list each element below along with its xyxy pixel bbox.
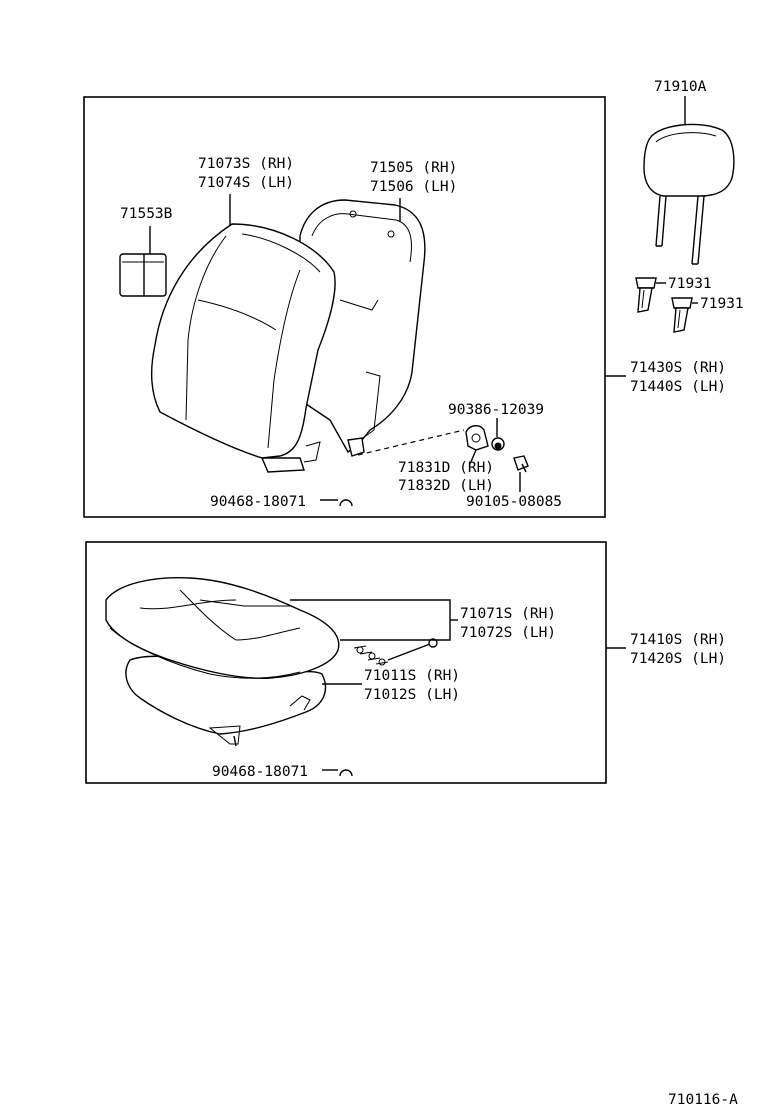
label-71931-2: 71931: [700, 296, 744, 312]
leader-71831d: [469, 449, 477, 465]
headrest-guide-2-drawing: [671, 297, 693, 333]
screw-drawing: [513, 455, 529, 473]
label-90468-cushion: 90468-18071: [212, 764, 308, 780]
label-71553b: 71553B: [120, 206, 173, 222]
label-71430s: 71430S (RH): [630, 360, 726, 376]
seat-cushion-frame-box: [85, 541, 607, 784]
headrest-stay-right: [691, 195, 705, 265]
headrest-drawing: [643, 123, 735, 197]
headrest-group: 71910A 71931 71931: [635, 79, 744, 333]
cushion-wire-drawing: [353, 638, 438, 666]
label-71012s: 71012S (LH): [364, 687, 460, 703]
label-71931-1: 71931: [668, 276, 712, 292]
label-71440s: 71440S (LH): [630, 379, 726, 395]
label-71506: 71506 (LH): [370, 179, 457, 195]
hog-ring-back-icon: [339, 499, 353, 507]
label-71072s: 71072S (LH): [460, 625, 556, 641]
hinge-dashed-line: [357, 429, 465, 456]
label-71074s: 71074S (LH): [198, 175, 294, 191]
headrest-guide-1-drawing: [635, 277, 657, 313]
seat-back-group: 71553B 71073S (RH) 71074S (LH) 71505 (RH…: [83, 96, 606, 518]
back-pad-71553b-drawing: [119, 253, 167, 297]
label-71073s: 71073S (RH): [198, 156, 294, 172]
headrest-stay-left: [655, 195, 667, 247]
label-71011s: 71011S (RH): [364, 668, 460, 684]
label-71831d: 71831D (RH): [398, 460, 494, 476]
back-cover-drawing: [151, 223, 336, 473]
label-90386: 90386-12039: [448, 402, 544, 418]
diagram-code: 710116-A: [668, 1092, 738, 1108]
back-frame-drawing: [299, 199, 426, 457]
label-71505: 71505 (RH): [370, 160, 457, 176]
label-71071s: 71071S (RH): [460, 606, 556, 622]
seat-back-frame-box: [83, 96, 606, 518]
hog-ring-cushion-icon: [339, 769, 353, 777]
hinge-cover-drawing: [465, 425, 489, 451]
label-71832d: 71832D (LH): [398, 478, 494, 494]
nut-drawing: [491, 437, 505, 451]
label-71420s: 71420S (LH): [630, 651, 726, 667]
label-71910a: 71910A: [654, 79, 707, 95]
seat-cushion-group: 71071S (RH) 71072S (LH) 71011S (RH) 7101…: [85, 541, 607, 784]
label-90105: 90105-08085: [466, 494, 562, 510]
cushion-cover-drawing: [105, 576, 340, 679]
label-71410s: 71410S (RH): [630, 632, 726, 648]
label-90468-back: 90468-18071: [210, 494, 306, 510]
